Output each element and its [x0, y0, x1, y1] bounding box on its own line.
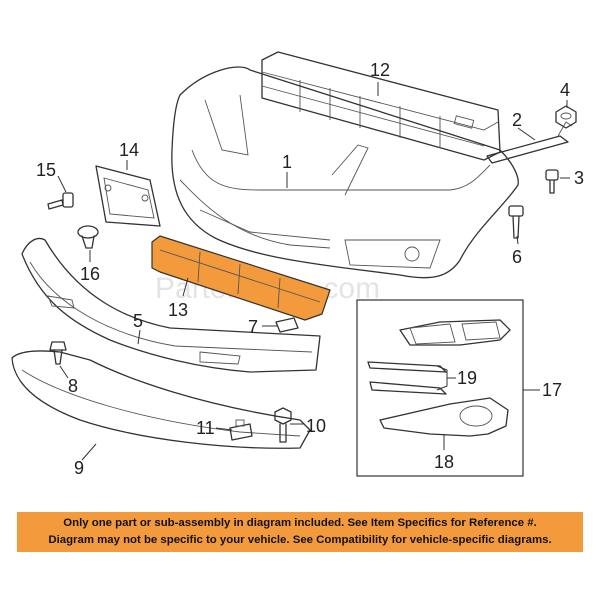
callout-5: 5	[133, 311, 143, 331]
callout-7: 7	[248, 317, 258, 337]
callout-13: 13	[168, 300, 188, 320]
leader-lines	[57, 82, 570, 461]
callout-17: 17	[542, 380, 562, 400]
callout-16: 16	[80, 264, 100, 284]
callout-labels: 12 4 2 1 3 14 15 16 6 13 5 7 8 11 10 9 1…	[36, 60, 584, 478]
callout-12: 12	[370, 60, 390, 80]
part-10-bolt	[274, 407, 292, 443]
callout-14: 14	[119, 140, 139, 160]
part-11-clip	[229, 419, 253, 441]
part-17-group-box	[356, 299, 524, 477]
callout-8: 8	[68, 376, 78, 396]
callout-18: 18	[434, 452, 454, 472]
part-2-trim-strip	[486, 121, 573, 164]
callout-6: 6	[512, 247, 522, 267]
part-3-bolt	[545, 169, 559, 194]
part-6-screw	[508, 205, 524, 239]
part-14-license-bracket	[95, 165, 161, 227]
part-1-bumper-cover	[171, 66, 519, 279]
part-4-nut	[555, 105, 577, 129]
part-7-clip	[275, 317, 299, 333]
part-15-bolt	[47, 192, 74, 210]
callout-15: 15	[36, 160, 56, 180]
part-8-push-pin	[49, 341, 67, 365]
disclaimer-line-1: Only one part or sub-assembly in diagram…	[63, 517, 537, 529]
part-5-lower-valance	[21, 237, 321, 373]
disclaimer-line-2: Diagram may not be specific to your vehi…	[48, 534, 552, 546]
part-16-retainer	[77, 225, 99, 249]
callout-11: 11	[196, 418, 215, 438]
part-13-energy-absorber	[151, 235, 331, 321]
callout-2: 2	[512, 110, 522, 130]
disclaimer-banner: Only one part or sub-assembly in diagram…	[17, 512, 583, 552]
callout-19: 19	[457, 368, 477, 388]
callout-3: 3	[574, 168, 584, 188]
callout-10: 10	[306, 416, 326, 436]
part-9-skid-plate	[11, 350, 311, 449]
callout-1: 1	[282, 152, 292, 172]
callout-4: 4	[560, 80, 570, 100]
callout-9: 9	[74, 458, 84, 478]
